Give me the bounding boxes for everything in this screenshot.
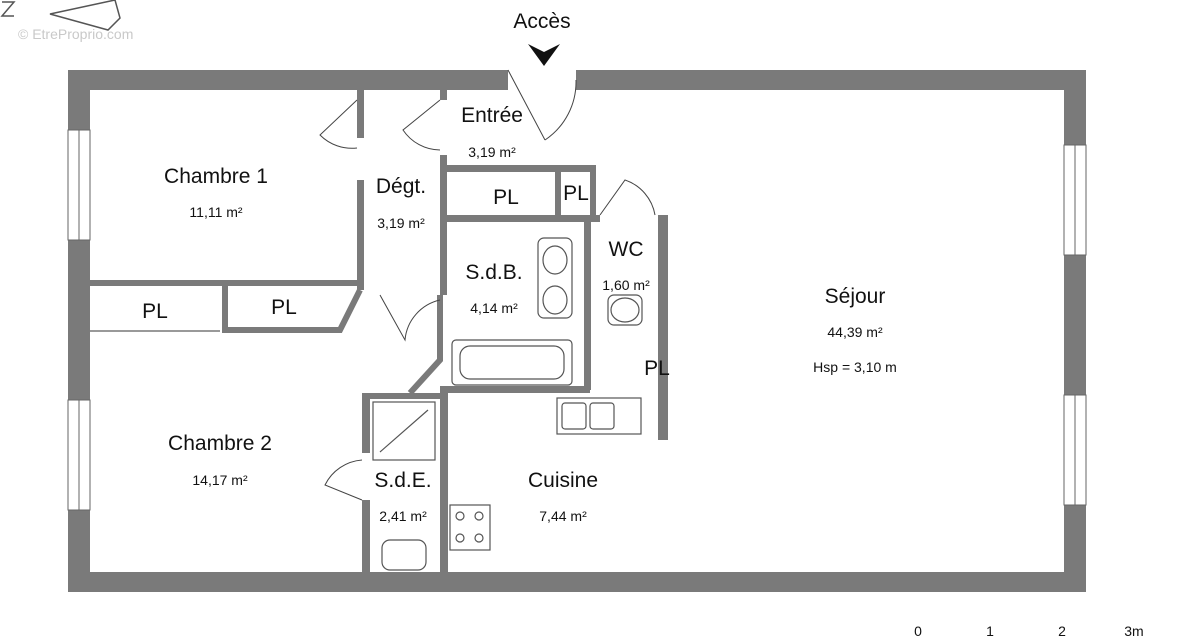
- room-area-chambre-2: 14,17 m²: [192, 472, 248, 488]
- scale-tick-1: 1: [986, 623, 994, 639]
- closet-label-entree-small: PL: [563, 182, 589, 205]
- room-name-sdb: S.d.B.: [465, 261, 522, 284]
- room-name-degt: Dégt.: [376, 175, 426, 198]
- closet-label-chambre-1: PL: [271, 296, 297, 319]
- room-name-cuisine: Cuisine: [528, 469, 598, 492]
- room-height-sejour: Hsp = 3,10 m: [813, 359, 897, 375]
- closet-label-wc: PL: [644, 357, 670, 380]
- closet-label-entree: PL: [493, 186, 519, 209]
- room-area-entree: 3,19 m²: [468, 144, 516, 160]
- scale-tick-3: 3m: [1124, 623, 1143, 639]
- room-area-sejour: 44,39 m²: [827, 324, 883, 340]
- room-name-chambre-2: Chambre 2: [168, 432, 272, 455]
- room-area-sde: 2,41 m²: [379, 508, 427, 524]
- room-name-chambre-1: Chambre 1: [164, 165, 268, 188]
- room-area-wc: 1,60 m²: [602, 277, 650, 293]
- room-name-wc: WC: [609, 238, 644, 261]
- room-area-sdb: 4,14 m²: [470, 300, 518, 316]
- room-area-chambre-1: 11,11 m²: [189, 204, 243, 220]
- scale-tick-0: 0: [914, 623, 922, 639]
- room-area-degt: 3,19 m²: [377, 215, 425, 231]
- cooktop-icon: [449, 504, 491, 551]
- room-area-cuisine: 7,44 m²: [539, 508, 587, 524]
- window-glass-lines: [78, 130, 1076, 510]
- room-name-entree: Entrée: [461, 104, 523, 127]
- scale-tick-2: 2: [1058, 623, 1066, 639]
- angled-walls: [222, 286, 443, 396]
- interior-walls: [90, 90, 668, 573]
- access-arrow-icon: [528, 44, 560, 66]
- door-swings: [319, 69, 656, 501]
- north-arrow-icon: [0, 0, 121, 31]
- scale-bar: 0 1 2 3m: [914, 623, 1144, 639]
- washbasin-icon: [381, 539, 427, 571]
- room-name-sde: S.d.E.: [374, 469, 431, 492]
- room-name-sejour: Séjour: [825, 285, 886, 308]
- access-label: Accès: [513, 10, 570, 33]
- fixtures: [372, 237, 643, 571]
- closet-label-chambre-2: PL: [142, 300, 168, 323]
- watermark: © EtreProprio.com: [18, 26, 133, 42]
